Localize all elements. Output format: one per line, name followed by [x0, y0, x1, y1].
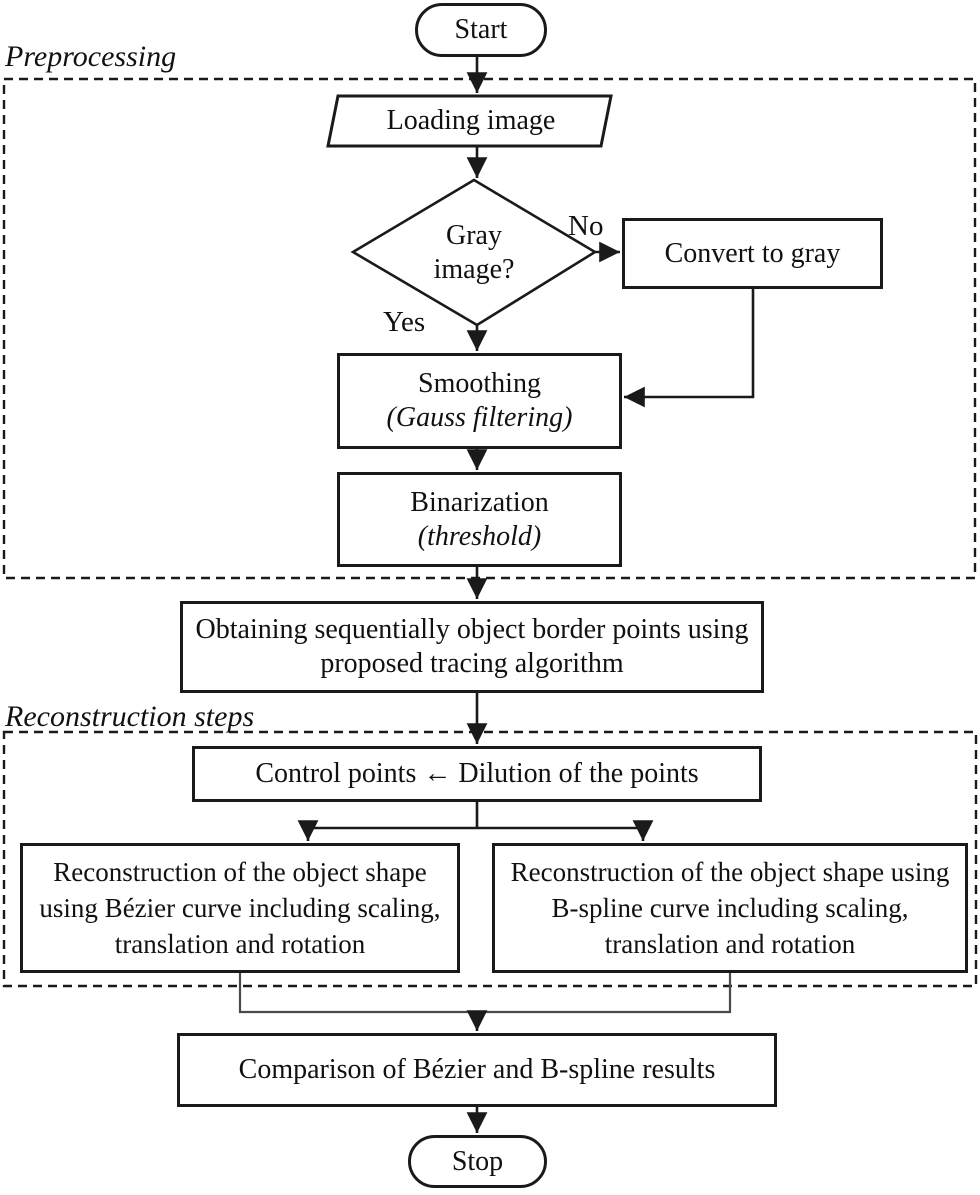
control-points-node: Control points ← Dilution of the points	[192, 746, 762, 802]
preprocessing-region	[2, 77, 977, 580]
comparison-node: Comparison of Bézier and B-spline result…	[177, 1033, 777, 1107]
border-points-node: Obtaining sequentially object border poi…	[180, 601, 764, 693]
yes-label: Yes	[383, 306, 426, 338]
bezier-reconstruction-node: Reconstruction of the object shape using…	[20, 843, 460, 973]
smoothing-title: Smoothing	[418, 368, 541, 399]
comparison-label: Comparison of Bézier and B-spline result…	[238, 1054, 716, 1085]
bspline-reconstruction-label: Reconstruction of the object shape using…	[510, 857, 950, 959]
reconstruction-steps-label: Reconstruction steps	[5, 700, 255, 733]
gray-image-decision: Gray image?	[394, 211, 554, 295]
border-points-label: Obtaining sequentially object border poi…	[195, 614, 749, 679]
loading-image-node: Loading image	[330, 96, 612, 146]
stop-node: Stop	[408, 1135, 547, 1188]
smoothing-node: Smoothing (Gauss filtering)	[337, 353, 622, 449]
stop-label: Stop	[451, 1145, 504, 1177]
smoothing-subtitle: (Gauss filtering)	[386, 402, 573, 433]
preprocessing-label: Preprocessing	[5, 40, 177, 73]
control-points-label: Control points ← Dilution of the points	[255, 758, 699, 789]
binarization-title: Binarization	[410, 486, 549, 518]
binarization-node: Binarization (threshold)	[337, 472, 622, 567]
reconstruction-region	[2, 730, 978, 988]
convert-to-gray-node: Convert to gray	[622, 218, 883, 289]
loading-parallelogram-shape	[326, 94, 613, 148]
loading-image-label: Loading image	[386, 105, 556, 136]
bspline-reconstruction-node: Reconstruction of the object shape using…	[492, 843, 968, 973]
decision-label-line2: image?	[433, 254, 515, 285]
arrow-convert-to-smoothing	[624, 289, 755, 408]
decision-label-line1: Gray	[446, 220, 502, 251]
start-label: Start	[454, 14, 508, 45]
convert-to-gray-label: Convert to gray	[664, 237, 841, 269]
bezier-reconstruction-label: Reconstruction of the object shape using…	[39, 857, 441, 959]
start-node: Start	[415, 3, 547, 57]
binarization-subtitle: (threshold)	[417, 520, 542, 552]
no-label: No	[568, 210, 604, 242]
